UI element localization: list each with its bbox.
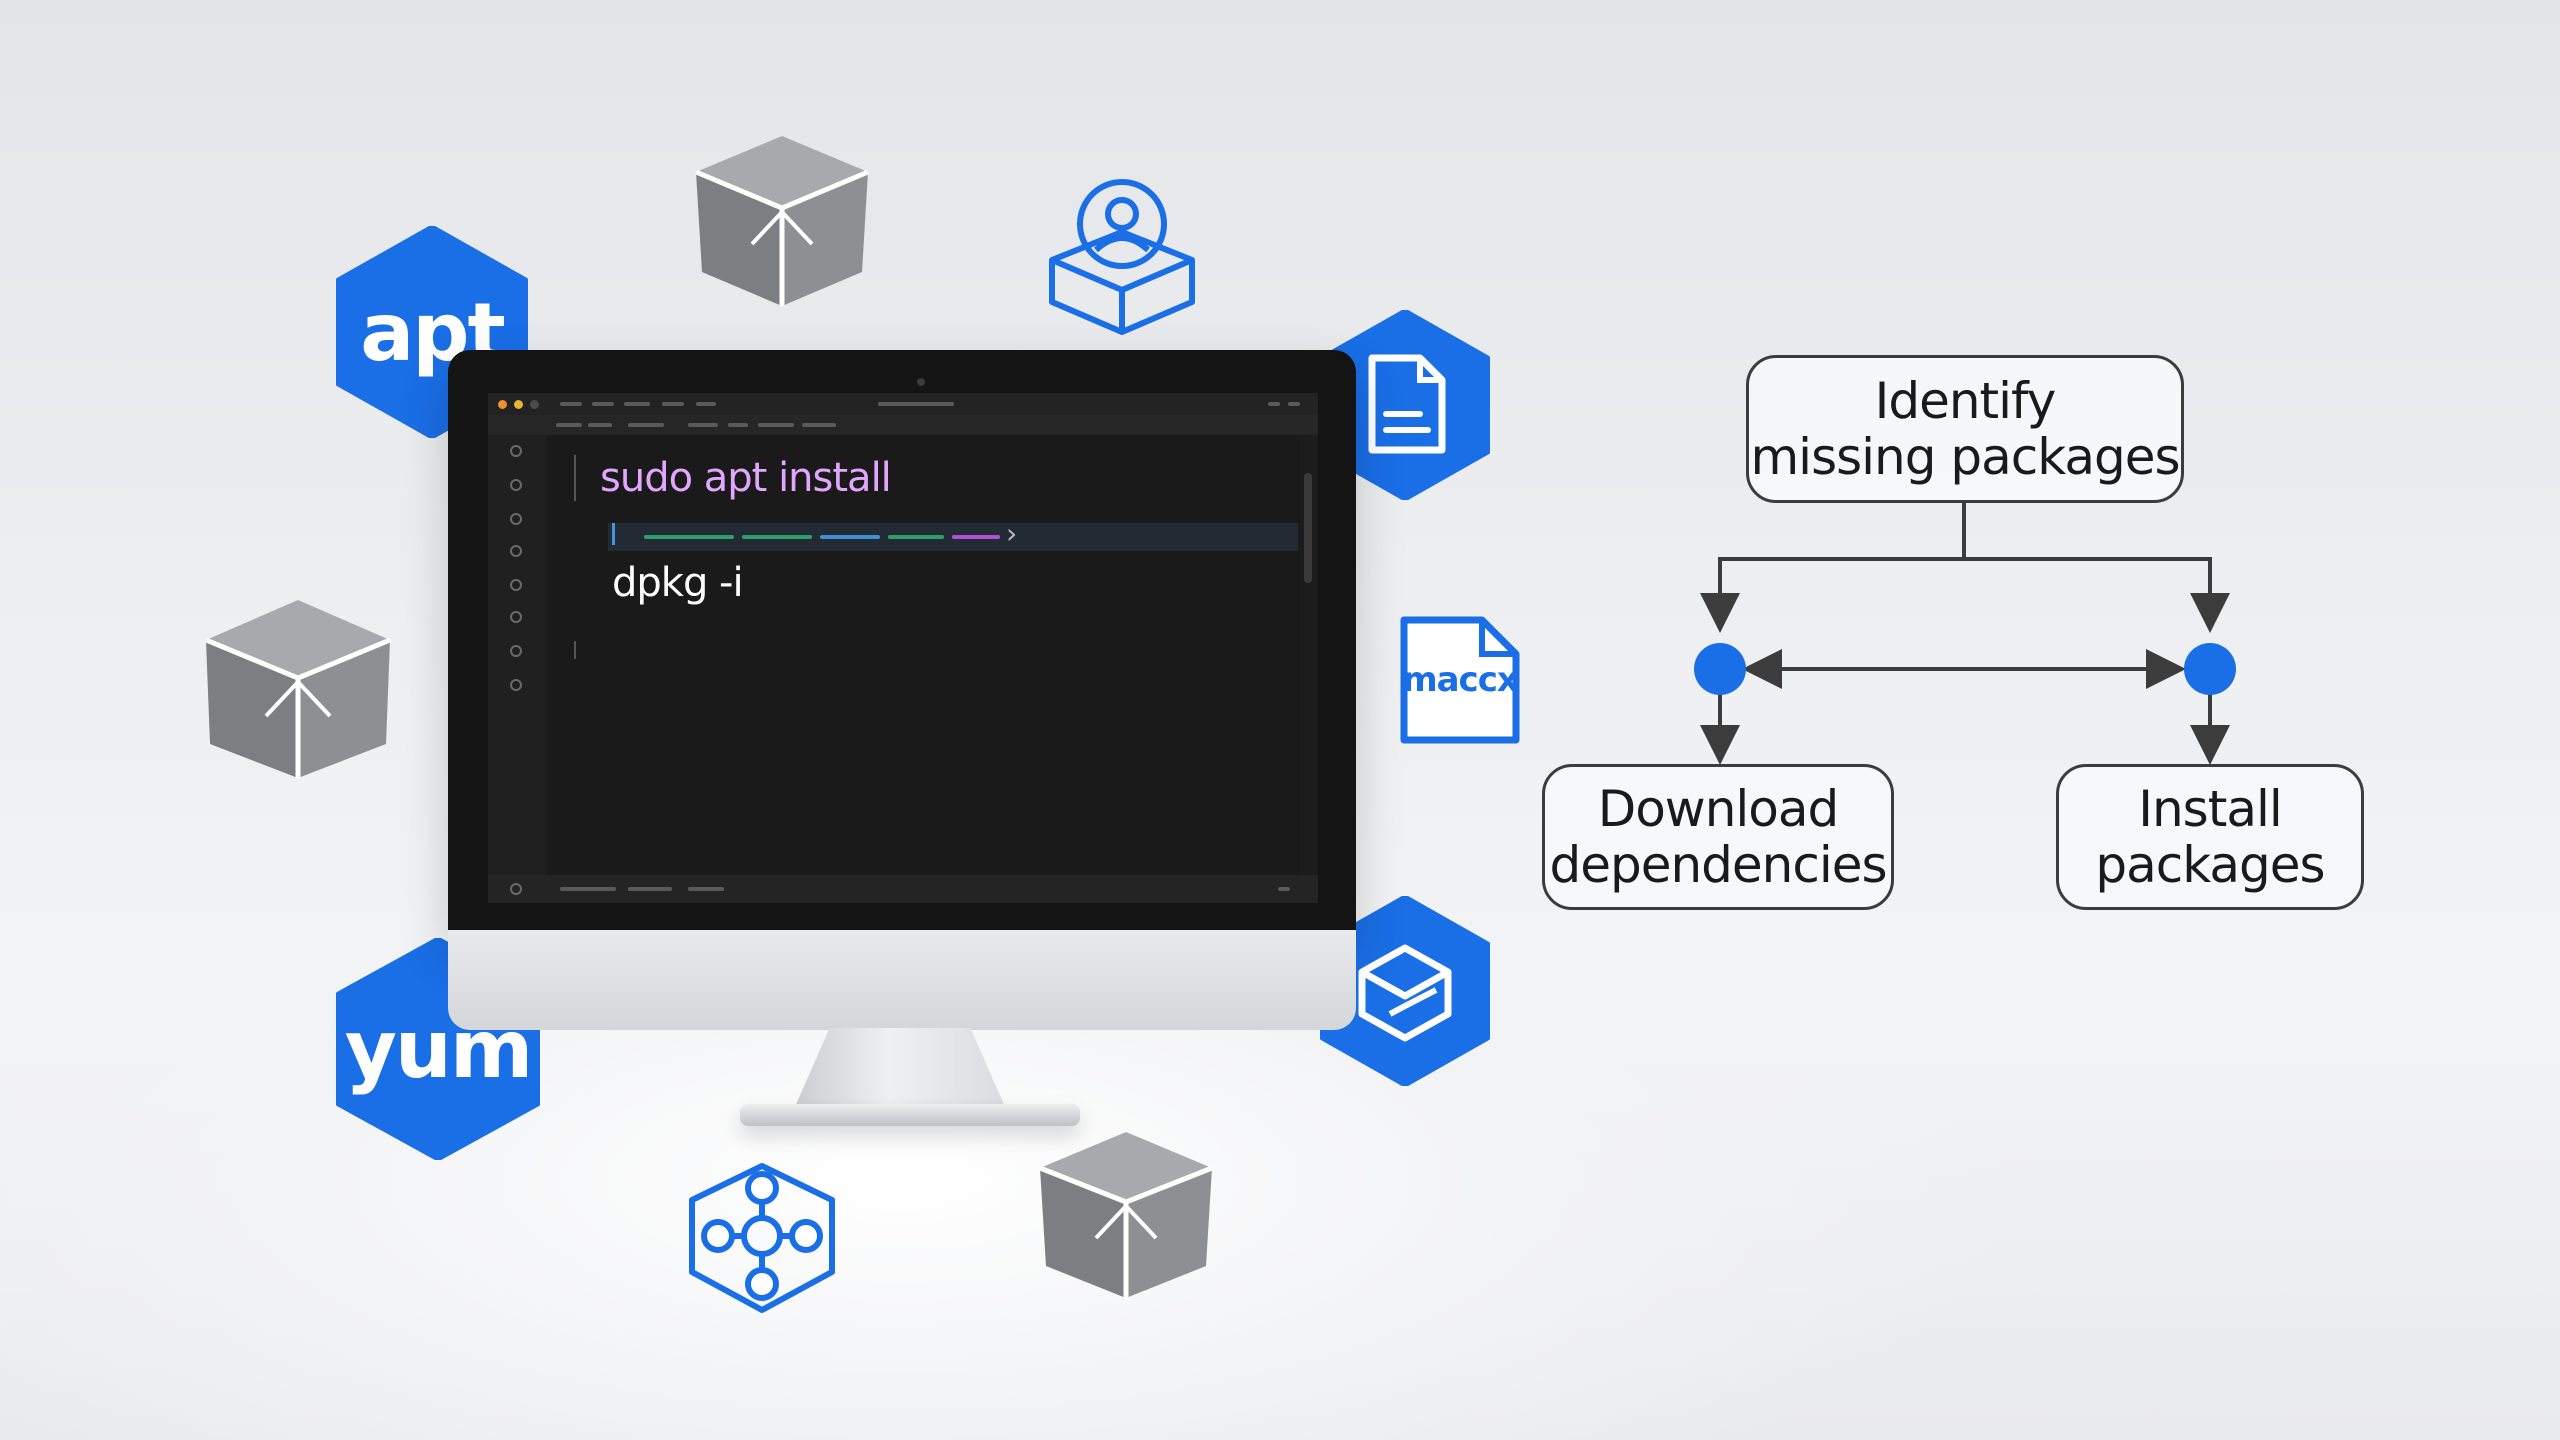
status-bar bbox=[488, 875, 1318, 903]
user-package-icon bbox=[1049, 179, 1195, 335]
status-text-placeholder bbox=[688, 887, 724, 891]
dpkg-command: dpkg -i bbox=[612, 560, 744, 606]
line-gutter-marker bbox=[574, 641, 576, 659]
chevron-right-icon: › bbox=[1006, 517, 1018, 550]
highlighted-line: › bbox=[608, 517, 1298, 551]
window-control-placeholder bbox=[1288, 402, 1300, 406]
sidebar-icon[interactable] bbox=[510, 545, 522, 557]
flow-step-download-label: Download dependencies bbox=[1549, 780, 1887, 894]
menu-placeholder bbox=[696, 402, 716, 406]
sidebar-icon[interactable] bbox=[510, 445, 522, 457]
menu-placeholder bbox=[662, 402, 684, 406]
monitor-base bbox=[740, 1104, 1080, 1126]
apt-install-command: sudo apt install bbox=[600, 455, 892, 501]
nodes-package-icon bbox=[689, 1163, 835, 1313]
flow-node-dot bbox=[1694, 643, 1746, 695]
flow-step-identify: Identify missing packages bbox=[1746, 355, 2184, 503]
minimize-dot[interactable] bbox=[514, 400, 523, 409]
output-text-placeholder bbox=[820, 535, 880, 539]
tab-bar bbox=[488, 415, 1318, 435]
tab-placeholder[interactable] bbox=[802, 423, 836, 427]
window-title-placeholder bbox=[878, 402, 954, 406]
terminal-pane[interactable] bbox=[548, 435, 1300, 875]
sidebar-icon[interactable] bbox=[510, 513, 522, 525]
flow-step-install-label: Install packages bbox=[2095, 780, 2325, 894]
status-text-placeholder bbox=[560, 887, 616, 891]
flow-step-identify-label: Identify missing packages bbox=[1750, 372, 2180, 486]
monitor-stand bbox=[790, 1028, 1010, 1118]
tab-placeholder[interactable] bbox=[728, 423, 748, 427]
line-gutter-marker bbox=[612, 523, 615, 545]
line-gutter-marker bbox=[574, 455, 576, 501]
terminal-window[interactable]: › bbox=[488, 393, 1318, 903]
package-box-icon bbox=[205, 600, 391, 778]
scrollbar[interactable] bbox=[1304, 473, 1312, 583]
monitor-chin bbox=[448, 930, 1356, 1030]
activity-sidebar bbox=[488, 435, 546, 875]
sidebar-icon[interactable] bbox=[510, 679, 522, 691]
sidebar-icon[interactable] bbox=[510, 479, 522, 491]
menu-placeholder bbox=[592, 402, 614, 406]
package-box-icon bbox=[695, 136, 869, 306]
camera-dot bbox=[917, 378, 925, 386]
sidebar-icon[interactable] bbox=[510, 579, 522, 591]
output-text-placeholder bbox=[952, 535, 1000, 539]
status-text-placeholder bbox=[1278, 887, 1290, 891]
tab-placeholder[interactable] bbox=[758, 423, 794, 427]
output-text-placeholder bbox=[888, 535, 944, 539]
window-titlebar bbox=[488, 393, 1318, 415]
zoom-dot[interactable] bbox=[530, 400, 539, 409]
macx-file-label: macсx bbox=[1402, 660, 1519, 700]
tab-placeholder[interactable] bbox=[688, 423, 718, 427]
flowchart-connectors bbox=[1694, 503, 2236, 765]
flow-node-dot bbox=[2184, 643, 2236, 695]
tab-placeholder[interactable] bbox=[628, 423, 664, 427]
sidebar-icon[interactable] bbox=[510, 611, 522, 623]
sidebar-icon[interactable] bbox=[510, 645, 522, 657]
macx-file-icon: macсx bbox=[1398, 614, 1522, 746]
flow-step-download: Download dependencies bbox=[1542, 764, 1894, 910]
tab-placeholder[interactable] bbox=[588, 423, 612, 427]
output-text-placeholder bbox=[644, 535, 734, 539]
close-dot[interactable] bbox=[498, 400, 507, 409]
flow-connector bbox=[1956, 557, 2230, 633]
status-icon[interactable] bbox=[510, 883, 522, 895]
status-text-placeholder bbox=[628, 887, 672, 891]
tab-placeholder[interactable] bbox=[556, 423, 582, 427]
menu-placeholder bbox=[560, 402, 582, 406]
window-control-placeholder bbox=[1268, 402, 1280, 406]
menu-placeholder bbox=[624, 402, 650, 406]
package-box-icon bbox=[1039, 1132, 1213, 1298]
output-text-placeholder bbox=[742, 535, 812, 539]
flow-step-install: Install packages bbox=[2056, 764, 2364, 910]
flow-connector bbox=[1700, 557, 1972, 633]
